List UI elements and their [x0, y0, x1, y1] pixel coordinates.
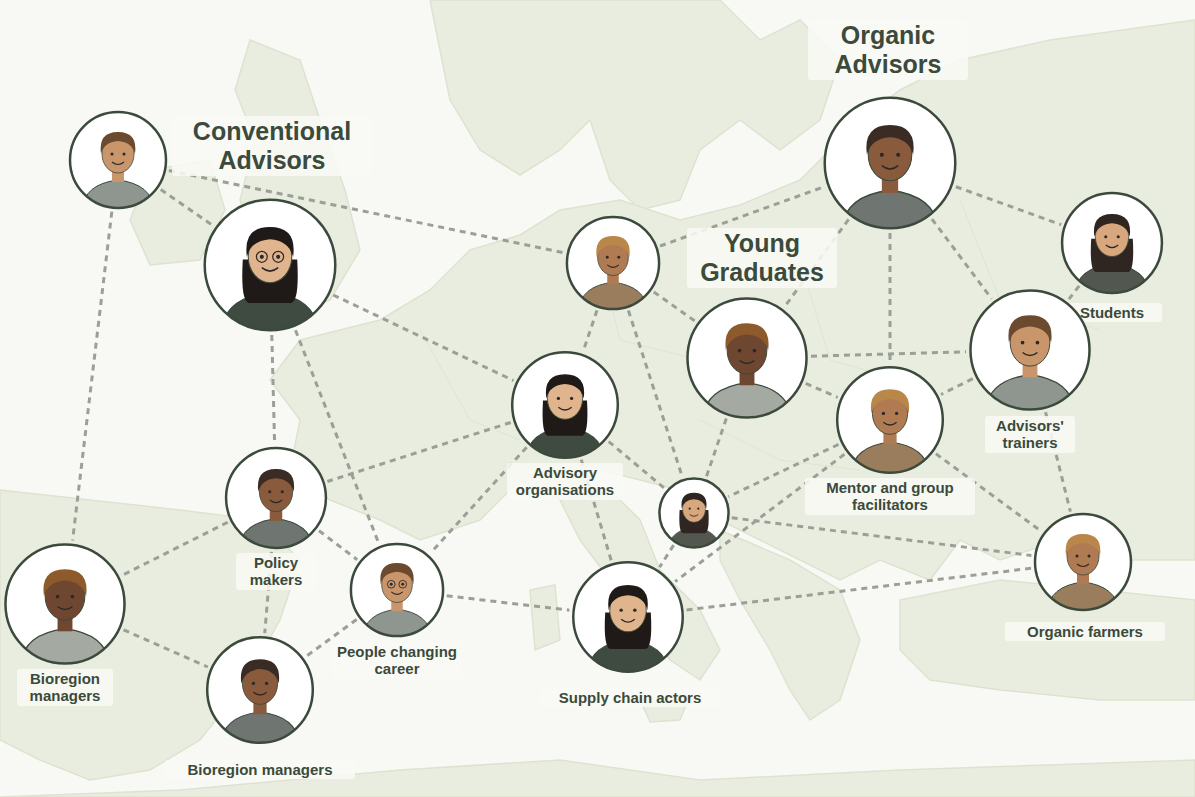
persona-circle: Organic farmers	[1033, 512, 1133, 612]
dashed-connector	[675, 454, 844, 581]
avatar-illustration	[968, 288, 1092, 412]
persona-circle	[68, 110, 168, 210]
dashed-connector	[654, 292, 695, 321]
group-heading: Young Graduates	[687, 228, 837, 288]
persona-circle	[658, 477, 730, 549]
persona-label: Advisory organisations	[507, 463, 623, 500]
persona-label: People changing career	[332, 642, 462, 679]
dashed-connector	[628, 311, 682, 477]
avatar-illustration	[224, 446, 328, 550]
dashed-connector	[806, 383, 838, 397]
dashed-connector	[447, 596, 570, 610]
avatar-illustration	[685, 296, 809, 420]
persona-circle: Bioregion managers	[3, 542, 127, 666]
dashed-connector	[327, 422, 510, 481]
persona-circle: People changing career	[349, 542, 445, 638]
persona-circle: Students	[1060, 191, 1164, 295]
avatar-illustration	[571, 560, 685, 674]
persona-circle: Supply chain actors	[571, 560, 685, 674]
persona-label: Policy makers	[236, 553, 316, 590]
dashed-connector	[122, 522, 228, 575]
persona-circle: Mentor and group facilitators	[835, 365, 945, 475]
avatar-illustration	[510, 350, 620, 460]
group-heading: Conventional Advisors	[172, 116, 372, 176]
dashed-connector	[941, 379, 973, 395]
avatar-illustration	[565, 215, 661, 311]
avatar-illustration	[822, 95, 958, 231]
avatar-illustration	[202, 197, 338, 333]
persona-label: Supply chain actors	[540, 688, 720, 707]
dashed-connector	[811, 352, 966, 356]
persona-circle: Conventional Advisors	[202, 197, 338, 333]
persona-label: Bioregion managers	[17, 669, 113, 706]
dashed-connector	[161, 190, 213, 226]
avatar-illustration	[68, 110, 168, 210]
dashed-connector	[333, 295, 513, 381]
persona-label: Advisors' trainers	[985, 416, 1075, 453]
persona-circle: Policy makers	[224, 446, 328, 550]
dashed-connector	[124, 630, 208, 667]
avatar-illustration	[658, 477, 730, 549]
persona-label: Organic farmers	[1005, 622, 1165, 641]
dashed-connector	[706, 419, 726, 477]
dashed-connector	[687, 568, 1032, 610]
persona-label: Mentor and group facilitators	[805, 478, 975, 515]
avatar-illustration	[349, 542, 445, 638]
persona-circle: Advisors' trainers	[968, 288, 1092, 412]
persona-circle	[565, 215, 661, 311]
dashed-connector	[956, 187, 1061, 225]
group-heading: Organic Advisors	[808, 20, 968, 80]
dashed-connector	[319, 531, 357, 560]
dashed-connector	[660, 545, 674, 567]
persona-circle: Young Graduates	[685, 296, 809, 420]
dashed-connector	[889, 233, 892, 363]
avatar-illustration	[1033, 512, 1133, 612]
dashed-connector	[583, 310, 597, 351]
persona-circle: Advisory organisations	[510, 350, 620, 460]
persona-circle: Bioregion managers	[205, 635, 315, 745]
dashed-connector	[932, 219, 992, 299]
avatar-illustration	[205, 635, 315, 745]
dashed-connector	[272, 335, 275, 444]
dashed-connector	[732, 518, 1032, 556]
avatar-illustration	[835, 365, 945, 475]
dashed-connector	[1069, 286, 1079, 299]
avatar-illustration	[3, 542, 127, 666]
persona-label: Bioregion managers	[165, 760, 355, 779]
persona-circle: Organic Advisors	[822, 95, 958, 231]
dashed-connector	[73, 212, 112, 541]
avatar-illustration	[1060, 191, 1164, 295]
